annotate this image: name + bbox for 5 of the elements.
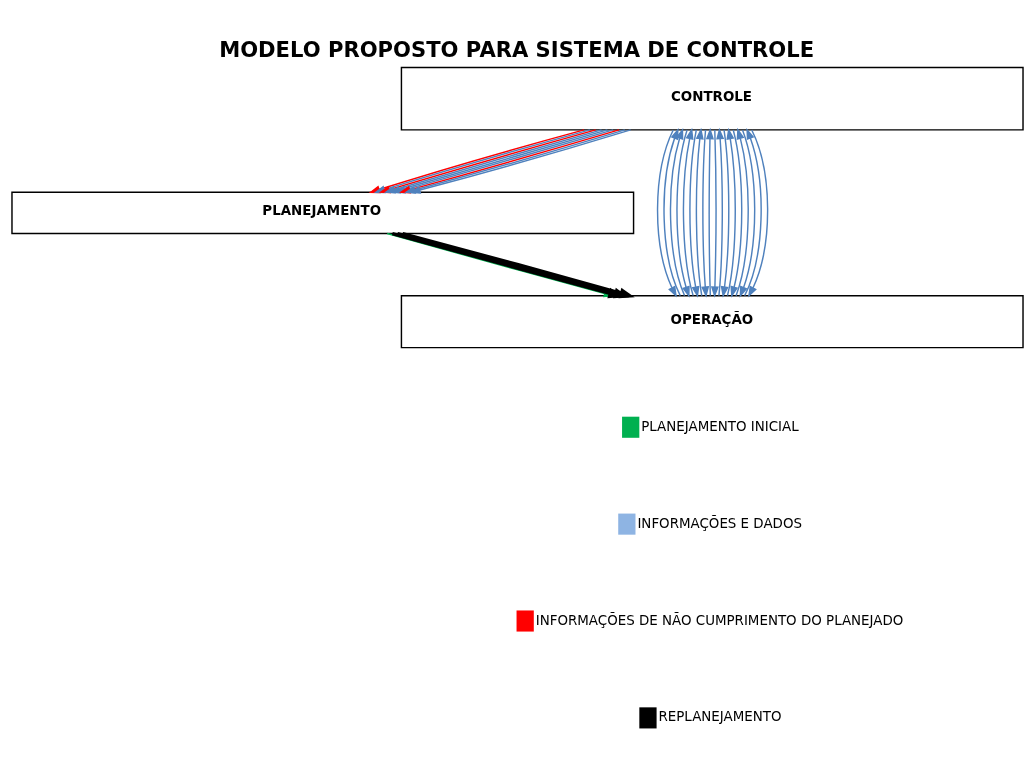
legend-label: INFORMAÇÕES E DADOS — [637, 515, 802, 531]
diagram-title: MODELO PROPOSTO PARA SISTEMA DE CONTROLE — [219, 36, 815, 62]
legend-label: PLANEJAMENTO INICIAL — [641, 418, 799, 434]
legend-label: INFORMAÇÕES DE NÃO CUMPRIMENTO DO PLANEJADO — [535, 612, 904, 628]
legend-label: REPLANEJAMENTO — [658, 708, 782, 724]
